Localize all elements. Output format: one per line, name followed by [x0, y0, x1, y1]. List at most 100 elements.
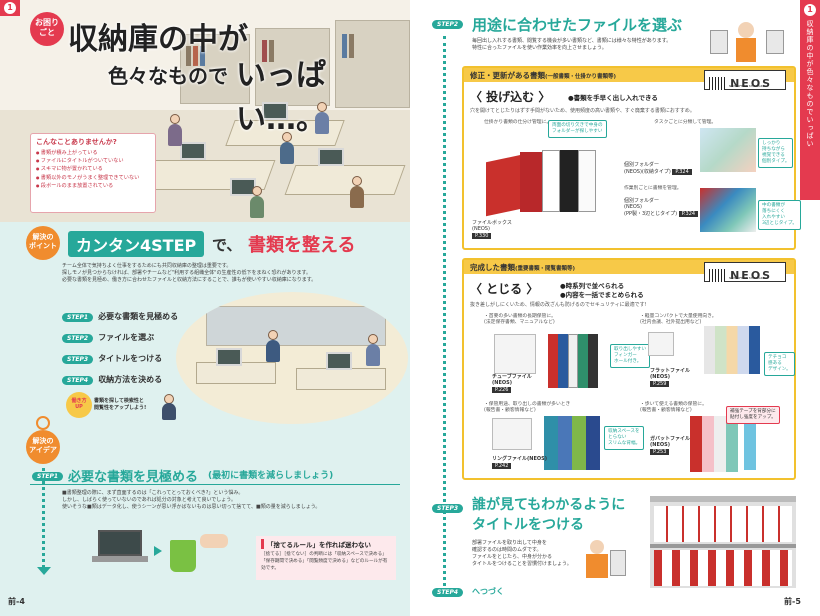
chapter-title: 収納庫の中が色々なものでいっぱい [806, 20, 814, 148]
chapter-tab: 1 収納庫の中が色々なものでいっぱい [800, 0, 820, 200]
step4-continue: へつづく [472, 587, 504, 596]
neos-brand: NEOS [730, 269, 773, 282]
page-number: 前-5 [784, 597, 801, 606]
tube-files-illustration [548, 330, 606, 388]
trouble-item: 書類以外のモノがうまく整理できていない [36, 174, 150, 182]
prod-ring: リングファイル(NEOS)P.242 [492, 456, 547, 469]
card1-note-right1: タスクごとに分類して管理。 [654, 120, 717, 125]
step3-line: 部署ファイルを取り出して中身を [472, 540, 547, 546]
card2-note5: ・歩いて使える書類の保管に。 (報告書・顧客情報など) [640, 402, 707, 413]
prod-folder1-page: P.324 [672, 169, 692, 175]
prod-gabat: ガバットファイル (NEOS)P.253 [650, 436, 690, 455]
chapter-number: 1 [4, 2, 16, 14]
solution-title-box: カンタン4STEP [68, 231, 205, 257]
laptop-illustration [92, 530, 148, 564]
folder-illustration-2 [700, 188, 756, 232]
card2-note4: ・保管用途、取り出しの書類が多いとき (報告書・顧客情報など) [484, 402, 571, 413]
step4-pill: STEP4 [432, 588, 464, 597]
card1-header-sub: (一般書類・仕掛かり書類等) [545, 74, 617, 80]
card2-callout-d: 補強テープを背部分に 貼付し強度をアップ。 [726, 406, 780, 424]
step3-heading2: タイトルをつける [472, 517, 584, 533]
card1-header-text: 修正・更新がある書類 [470, 71, 545, 80]
tube-mechanism-illustration [494, 334, 536, 374]
step3-body: 部署ファイルを取り出して中身を 確認するのは時間のムダです。 ファイルをとじたら… [472, 540, 652, 568]
trouble-item: ファイルにタイトルがついていない [36, 157, 150, 165]
prod-tube-page: P.226 [492, 387, 512, 393]
up-badge: 働き方 UP [66, 392, 92, 418]
card1-title: 〈 投げ込む 〉 [470, 90, 551, 104]
step2-pill: STEP2 [432, 20, 464, 29]
card2-callout-c: 収納スペースを とらない スリムな背幅。 [604, 426, 645, 450]
idea-underline [30, 484, 400, 485]
step-pill: STEP1 [62, 313, 94, 322]
trouble-item: 書類が積み上がっている [36, 149, 150, 157]
trouble-item: スキマに物が置かれている [36, 165, 150, 173]
trouble-item: 段ボールのまま放置されている [36, 182, 150, 190]
step3-heading1: 誰が見てもわかるように [472, 497, 626, 513]
step-pill: STEP4 [62, 376, 94, 385]
step-pill: STEP2 [62, 334, 94, 343]
file-select-illustration [710, 16, 790, 64]
intro-line: チーム全体で気持ちよく仕事をするためにも共同収納庫の整理は重要です。 [62, 263, 232, 269]
idea-line: 使いそうな■類はデータ化し、使うシーンが思い浮かばないものは思い切って捨てて、■… [62, 504, 321, 510]
step3-line: 確認するのは時間のムダです。 [472, 547, 542, 553]
arrow-right-icon [154, 546, 162, 556]
titled-binders-photo [650, 496, 796, 588]
card1-callout-r1: しっかり 持ちながら 視覚できる 個別タイプ。 [758, 138, 794, 168]
trouble-badge: お困り ごと [30, 12, 64, 46]
bulb-icon [36, 416, 50, 430]
office-oval-illustration [176, 292, 408, 424]
prod-folder2: 個別フォルダー (NEOS) (PP製・3辺とじタイプ) P.324 [624, 198, 699, 217]
card2-bullet: ●内容を一括でまとめられる [560, 291, 644, 299]
trouble-title: こんなことありませんか? [36, 138, 117, 146]
step-text: 必要な書類を見極める [98, 312, 179, 321]
step3-pill: STEP3 [432, 504, 464, 513]
idea-heading-sub: (最初に書類を減らしましょう) [208, 471, 334, 481]
step3-line: タイトルをつけることを習慣付けましょう。 [472, 561, 572, 567]
prod-folder2-page: P.324 [678, 211, 699, 217]
chapter-tab-left: 1 [0, 0, 20, 16]
card1-note-left: 仕掛かり書類の仕分け管理に。 [484, 120, 552, 125]
prod-tube: チューブファイル (NEOS)P.226 [492, 374, 532, 393]
ring-mechanism-illustration [492, 418, 532, 450]
solution-intro: チーム全体で気持ちよく仕事をするためにも共同収納庫の整理は重要です。 探しモノが… [62, 263, 402, 284]
solution-title-de: で、 [212, 236, 242, 254]
prod-filebox: ファイルボックス (NEOS)P.330 [472, 220, 512, 239]
card2-header-text: 完成した書類 [470, 263, 515, 272]
step-connector [443, 36, 446, 586]
card2-note2: ・軽量コンパクトで大量使用向き。 (社内会議、社外提出用など) [640, 314, 717, 325]
flat-files-illustration [704, 326, 760, 374]
idea-line: しかし、しばらく使っていないのであれば処分の対象と考えて良いでしょう。 [62, 497, 237, 503]
rule-box: 「捨てるルール」を作れば迷わない ［捨てる］［捨てない］の判断には「収納スペース… [256, 536, 396, 580]
prod-flat-name: フラットファイル (NEOS) [650, 368, 691, 380]
flat-mechanism-illustration [648, 332, 674, 356]
page-number: 前-4 [8, 597, 25, 606]
office-illustration [0, 0, 410, 222]
prod-gabat-name: ガバットファイル (NEOS) [650, 436, 691, 448]
step-text: タイトルをつける [98, 354, 163, 363]
hero-title-line1: 収納庫の中が [68, 22, 248, 57]
idea-body: ■書類整理の際に、まず直面するのは「これってとっておくべき?」という悩み。 しか… [62, 490, 402, 511]
folder-illustration-1 [700, 128, 756, 172]
step2-line: 毎回出し入れする書類、閲覧する機会が多い書類など、書類には様々な特性があります。 [472, 38, 672, 44]
prod-folder1: 個別フォルダー (NEOS)(収納タイプ) P.324 [624, 162, 692, 175]
step3-line: ファイルをとじたら、中身が分かる [472, 554, 553, 560]
step2-heading: 用途に合わせたファイルを選ぶ [472, 16, 683, 34]
prod-folder1-name: 個別フォルダー (NEOS)(収納タイプ) [624, 162, 671, 175]
hero-title-line2b: いっぱい…。 [236, 58, 326, 137]
solution-badge: 解決の ポイント [26, 226, 60, 260]
prod-folder2-name: 個別フォルダー (NEOS) (PP製・3辺とじタイプ) [624, 198, 678, 217]
right-page: 1 収納庫の中が色々なものでいっぱい STEP2 用途に合わせたファイルを選ぶ … [410, 0, 820, 616]
businessman-illustration [160, 394, 178, 420]
prod-tube-name: チューブファイル (NEOS) [492, 374, 532, 386]
prod-filebox-name: ファイルボックス (NEOS) [472, 220, 512, 232]
person-with-file-illustration [580, 540, 630, 580]
prod-ring-page: P.242 [492, 463, 512, 469]
card1-desc: 穴を開けてとじたりはずす手間がないため、使用頻度の高い書類や、すぐ廃棄する書類に… [470, 108, 695, 114]
card1-bullet: ●書類を手早く出し入れできる [568, 94, 658, 102]
neos-brand: NEOS [730, 77, 773, 90]
card2-title: 〈 とじる 〉 [470, 282, 539, 296]
card1-callout-r2: 中の書類が 落ちにくく 入れやすい 3辺とじタイプ。 [758, 200, 801, 230]
step-text: ファイルを選ぶ [98, 333, 155, 342]
